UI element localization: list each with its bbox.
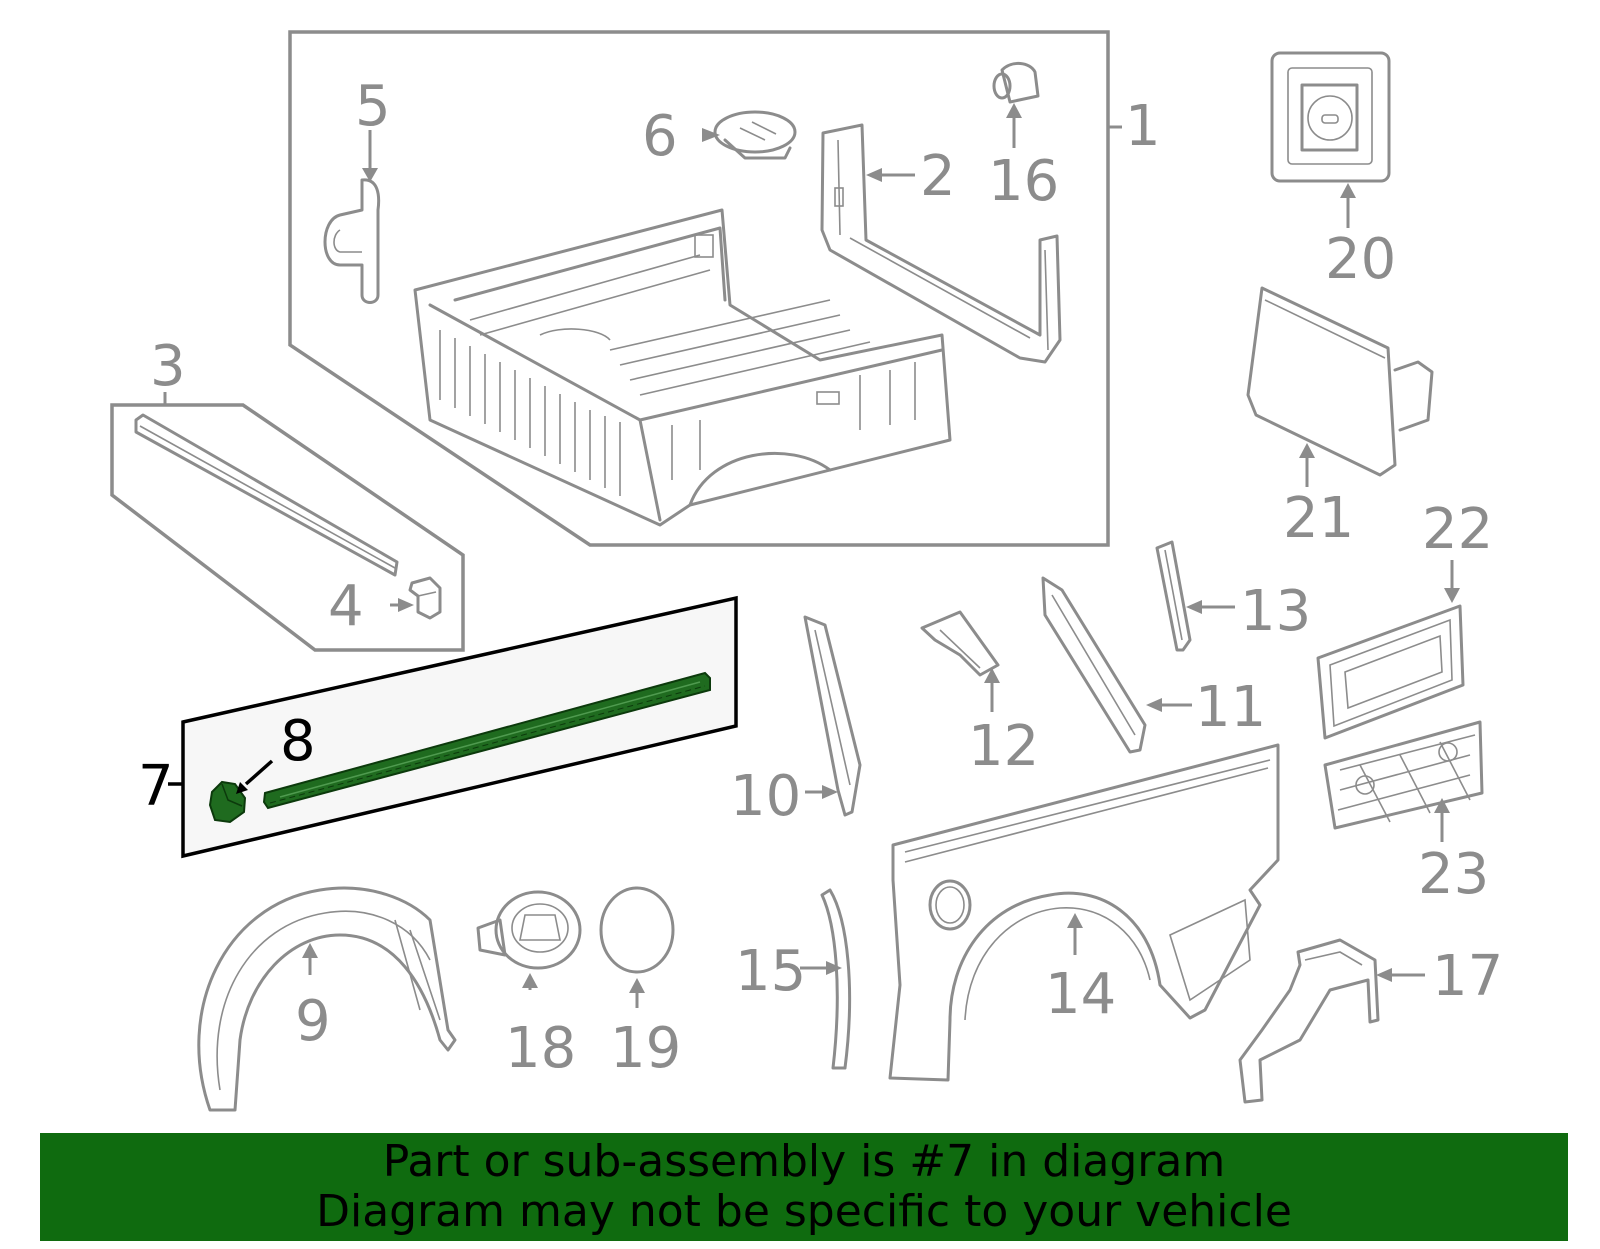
arrowhead-23: [1434, 798, 1450, 813]
arrowhead-4: [398, 598, 414, 612]
part-7-bed-rail-highlighted[interactable]: [262, 671, 711, 810]
callout-19[interactable]: 19: [610, 1016, 681, 1081]
banner-line-2: Diagram may not be specific to your vehi…: [316, 1186, 1292, 1237]
callout-17[interactable]: 17: [1432, 944, 1503, 1009]
callout-6[interactable]: 6: [642, 104, 678, 169]
arrowhead-12: [984, 668, 1000, 683]
arrowhead-2: [866, 168, 882, 182]
notice-banner: Part or sub-assembly is #7 in diagram Di…: [40, 1133, 1568, 1241]
callout-8[interactable]: 8: [280, 709, 316, 774]
arrowhead-8: [236, 782, 248, 794]
callout-2[interactable]: 2: [920, 144, 956, 209]
callout-18[interactable]: 18: [505, 1016, 576, 1081]
callout-10[interactable]: 10: [730, 764, 801, 829]
callout-5[interactable]: 5: [355, 74, 391, 139]
callout-1[interactable]: 1: [1125, 94, 1161, 159]
highlight-box-7: [181, 595, 738, 859]
arrowhead-19: [629, 978, 645, 993]
callout-16[interactable]: 16: [988, 149, 1059, 214]
part-17-small-liner[interactable]: [1238, 938, 1380, 1104]
leader-8: [244, 759, 274, 786]
arrowhead-15: [826, 961, 842, 975]
truck-bed-body[interactable]: [413, 208, 952, 527]
callout-11[interactable]: 11: [1195, 675, 1266, 740]
part-20-socket-bezel[interactable]: [1270, 51, 1391, 183]
callout-15[interactable]: 15: [735, 939, 806, 1004]
part-12-bracket[interactable]: [920, 610, 1000, 677]
arrowhead-22: [1444, 588, 1460, 603]
assembly-box-1: [288, 30, 1110, 547]
callout-13[interactable]: 13: [1240, 579, 1311, 644]
callout-14[interactable]: 14: [1045, 962, 1116, 1027]
arrowhead-17: [1376, 968, 1392, 982]
callout-20[interactable]: 20: [1325, 227, 1396, 292]
part-13-bracket[interactable]: [1155, 540, 1192, 652]
part-9-wheel-liner[interactable]: [197, 886, 457, 1112]
part-2-frame-bracket[interactable]: [820, 123, 1062, 364]
arrowhead-18: [522, 973, 538, 988]
part-18-fuel-housing[interactable]: [476, 890, 582, 970]
arrowhead-9: [302, 943, 318, 958]
callout-12[interactable]: 12: [968, 714, 1039, 779]
part-22-tray[interactable]: [1316, 604, 1465, 740]
banner-line-1: Part or sub-assembly is #7 in diagram: [382, 1136, 1226, 1187]
arrowhead-20: [1340, 183, 1356, 198]
part-15-weatherstrip[interactable]: [820, 888, 852, 1070]
part-6-tie-down[interactable]: [713, 110, 797, 160]
callout-21[interactable]: 21: [1283, 486, 1354, 551]
part-19-fuel-door[interactable]: [599, 886, 675, 974]
callout-7[interactable]: 7: [138, 754, 174, 819]
arrowhead-21: [1299, 443, 1315, 458]
arrowhead-14: [1067, 913, 1083, 928]
part-3-rail[interactable]: [134, 413, 399, 577]
assembly-box-3: [110, 403, 465, 652]
arrowhead-5: [362, 168, 378, 182]
callout-23[interactable]: 23: [1418, 842, 1489, 907]
part-14-side-panel[interactable]: [888, 743, 1280, 1082]
part-11-long-bracket[interactable]: [1041, 576, 1147, 754]
part-8-clip-highlighted[interactable]: [208, 780, 247, 824]
callout-3[interactable]: 3: [150, 334, 186, 399]
arrowhead-10: [822, 785, 838, 799]
part-10-pillar[interactable]: [803, 615, 862, 817]
arrowhead-16: [1006, 103, 1022, 118]
arrowhead-13: [1186, 600, 1202, 614]
arrowhead-11: [1146, 698, 1162, 712]
callout-22[interactable]: 22: [1422, 497, 1493, 562]
part-21-panel[interactable]: [1246, 286, 1434, 477]
part-16-plug[interactable]: [992, 62, 1040, 104]
part-4-clip[interactable]: [408, 576, 442, 620]
callout-4[interactable]: 4: [328, 574, 364, 639]
callout-9[interactable]: 9: [295, 989, 331, 1054]
part-5-hook[interactable]: [323, 178, 381, 304]
part-23-grille[interactable]: [1323, 720, 1484, 830]
arrowhead-6: [702, 128, 720, 142]
